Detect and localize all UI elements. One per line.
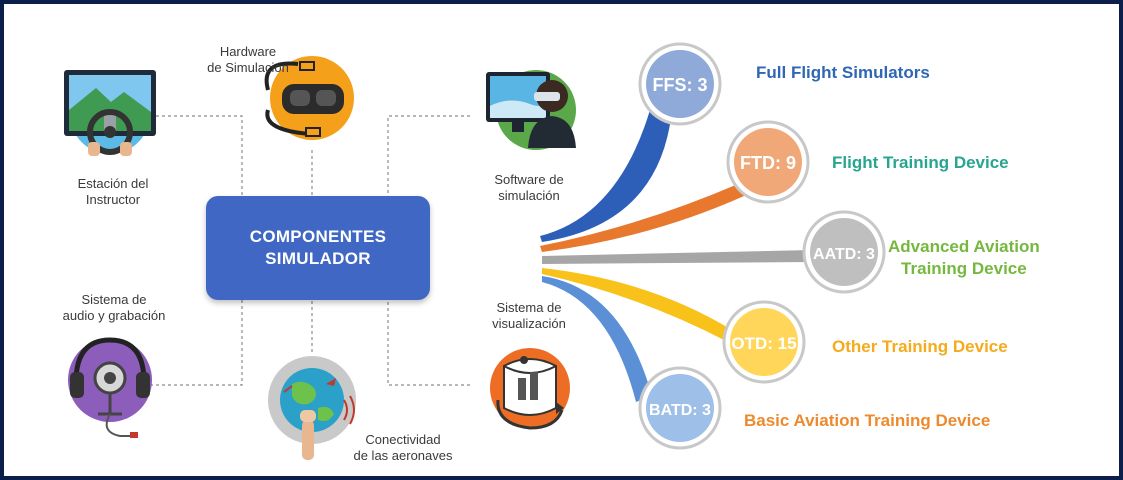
visualization-dome-icon	[490, 348, 570, 430]
label-flight-training-device: Flight Training Device	[832, 153, 1009, 172]
label-full-flight-simulators: Full Flight Simulators	[756, 63, 930, 82]
headphones-camera-icon	[68, 337, 152, 438]
device-badges	[638, 42, 886, 450]
center-title-line2: SIMULADOR	[265, 249, 371, 268]
label-aatd-line1: Advanced Aviation	[888, 237, 1040, 256]
estacion-label: Estación del Instructor	[58, 176, 168, 208]
software-label: Software de simulación	[474, 172, 584, 204]
ribbon-batd	[542, 276, 652, 402]
badge-ffs-text: FFS: 3	[652, 75, 707, 95]
connector-audio	[150, 300, 243, 386]
software-label-line2: simulación	[498, 188, 560, 203]
visualizacion-label-line1: Sistema de	[496, 300, 562, 315]
ribbon-aatd	[542, 250, 812, 264]
estacion-label-line2: Instructor	[85, 192, 141, 207]
ribbon-ffs	[540, 110, 672, 242]
label-other-training-device: Other Training Device	[832, 337, 1008, 356]
ribbon-ftd	[540, 184, 744, 252]
connector-software	[387, 115, 470, 196]
center-title-line1: COMPONENTES	[249, 227, 387, 246]
estacion-label-line1: Estación del	[77, 176, 149, 191]
badge-ftd-text: FTD: 9	[740, 153, 796, 173]
monitor-steering-icon	[64, 70, 156, 156]
label-advanced-aviation-training-device: Advanced Aviation Training Device	[888, 236, 1040, 280]
badge-otd-text: OTD: 15	[731, 334, 796, 353]
hardware-label: Hardware de Simulación	[188, 44, 308, 76]
badge-otd	[722, 300, 806, 384]
conectividad-label-line2: de las aeronaves	[353, 448, 453, 463]
connector-visualizacion	[387, 300, 470, 386]
hardware-label-line1: Hardware	[219, 44, 277, 59]
badge-ffs	[638, 42, 722, 126]
hardware-label-line2: de Simulación	[207, 60, 289, 75]
badge-batd	[638, 366, 722, 450]
device-ribbons	[540, 110, 812, 402]
badge-ftd	[726, 120, 810, 204]
badge-aatd-text: AATD: 3	[813, 246, 875, 263]
conectividad-label: Conectividad de las aeronaves	[348, 432, 458, 464]
componentes-simulador-box: COMPONENTES SIMULADOR	[206, 196, 430, 300]
label-basic-aviation-training-device: Basic Aviation Training Device	[744, 411, 991, 430]
globe-connectivity-icon	[268, 356, 356, 460]
conectividad-label-line1: Conectividad	[365, 432, 441, 447]
connector-lines	[150, 115, 470, 386]
ribbon-otd	[542, 268, 732, 342]
visualizacion-label: Sistema de visualización	[474, 300, 584, 332]
badge-aatd	[802, 210, 886, 294]
label-aatd-line2: Training Device	[901, 259, 1027, 278]
vr-user-monitor-icon	[486, 70, 576, 150]
connector-estacion	[150, 115, 243, 196]
visualizacion-label-line2: visualización	[492, 316, 566, 331]
audio-label: Sistema de audio y grabación	[52, 292, 176, 324]
badge-batd-text: BATD: 3	[649, 402, 711, 419]
audio-label-line2: audio y grabación	[62, 308, 166, 323]
audio-label-line1: Sistema de	[81, 292, 147, 307]
vr-headset-icon	[264, 56, 354, 140]
software-label-line1: Software de	[494, 172, 564, 187]
